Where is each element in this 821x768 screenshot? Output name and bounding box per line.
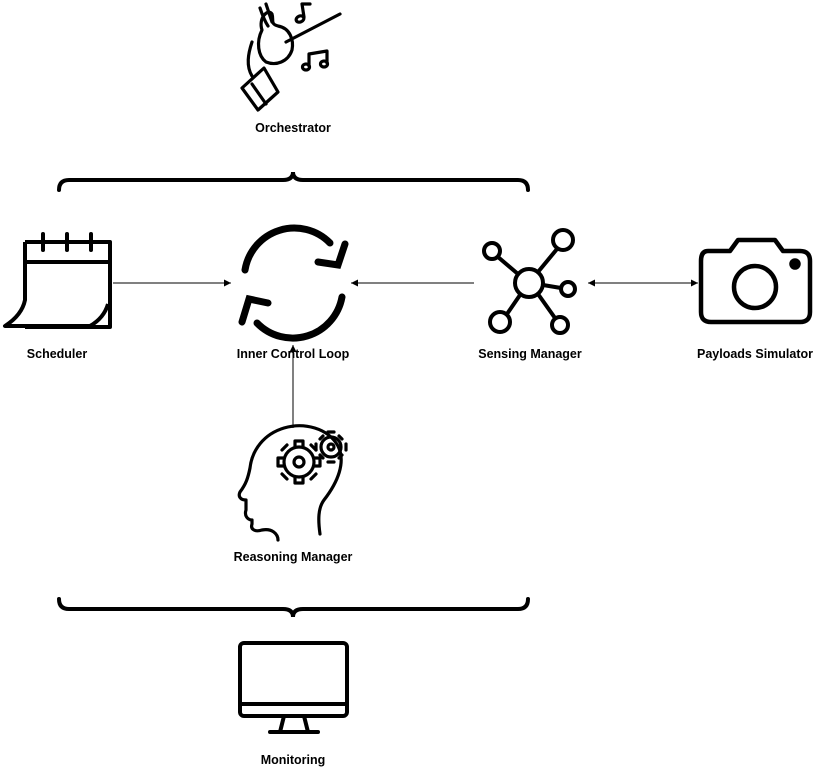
monitoring-label: Monitoring [260, 753, 326, 767]
head-gears-icon [237, 424, 348, 542]
camera-icon [698, 237, 813, 325]
refresh-cycle-icon [238, 224, 349, 342]
sensing-manager-label: Sensing Manager [478, 347, 582, 361]
conductor-hand-icon [240, 2, 342, 112]
calendar-icon [3, 232, 112, 329]
monitor-icon [238, 641, 349, 734]
bottom-brace [57, 597, 530, 618]
inner-control-loop-label: Inner Control Loop [236, 347, 350, 361]
top-brace [57, 171, 530, 192]
scheduler-label: Scheduler [26, 347, 88, 361]
orchestrator-label: Orchestrator [255, 121, 331, 135]
payloads-simulator-label: Payloads Simulator [696, 347, 814, 361]
network-hub-icon [482, 228, 577, 335]
reasoning-manager-label: Reasoning Manager [233, 550, 353, 564]
